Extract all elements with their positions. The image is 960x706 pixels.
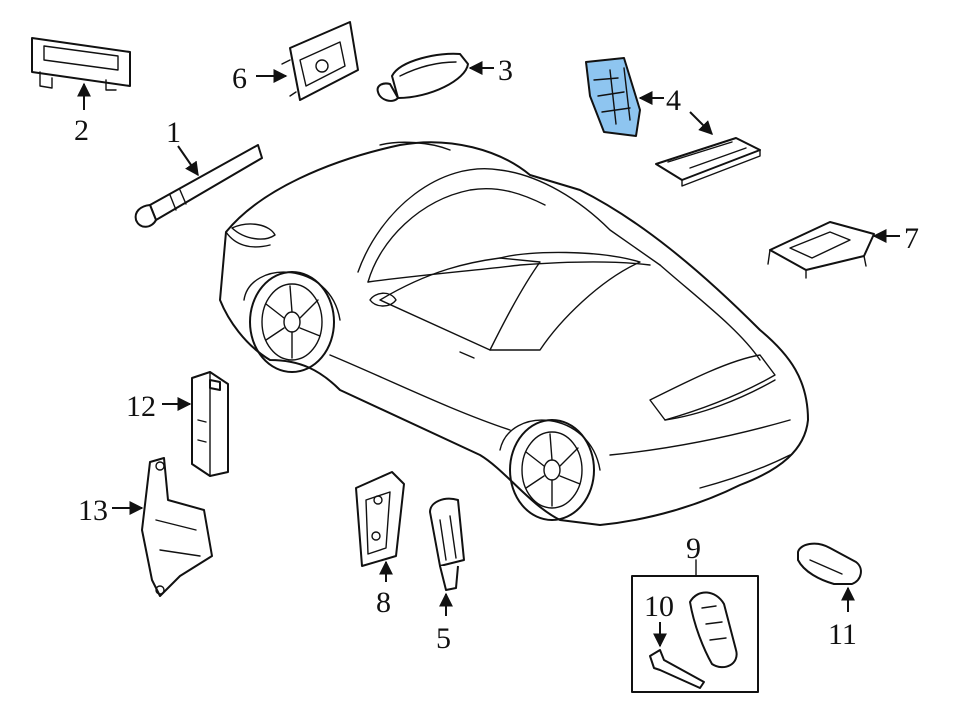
part-7-mount	[767, 221, 875, 279]
callout-2: 2	[74, 114, 89, 147]
part-1-antenna	[134, 144, 263, 228]
callout-8: 8	[376, 586, 391, 619]
vehicle-outline	[219, 141, 809, 526]
callout-13: 13	[78, 494, 108, 527]
part-11-remote	[797, 542, 862, 585]
callout-7: 7	[904, 222, 919, 255]
part-5-key-blade	[429, 497, 465, 591]
callout-10: 10	[644, 590, 674, 623]
part-10-key-fob	[649, 591, 738, 689]
part-12-ecu	[191, 371, 229, 477]
part-3-sensor	[376, 52, 469, 102]
part-8-holder	[355, 471, 405, 567]
callout-4: 4	[666, 84, 681, 117]
callout-9: 9	[686, 532, 701, 565]
part-13-bracket	[141, 457, 213, 597]
part-4-control-module	[585, 57, 641, 137]
part-4-tray	[655, 137, 761, 187]
part-2-module	[31, 37, 131, 91]
callout-1: 1	[166, 116, 181, 149]
callout-11: 11	[828, 618, 857, 651]
callout-12: 12	[126, 390, 156, 423]
callout-3: 3	[498, 54, 513, 87]
callout-6: 6	[232, 62, 247, 95]
part-6-bracket	[281, 21, 359, 101]
part-9-key-set-box	[631, 559, 759, 693]
callout-5: 5	[436, 622, 451, 655]
